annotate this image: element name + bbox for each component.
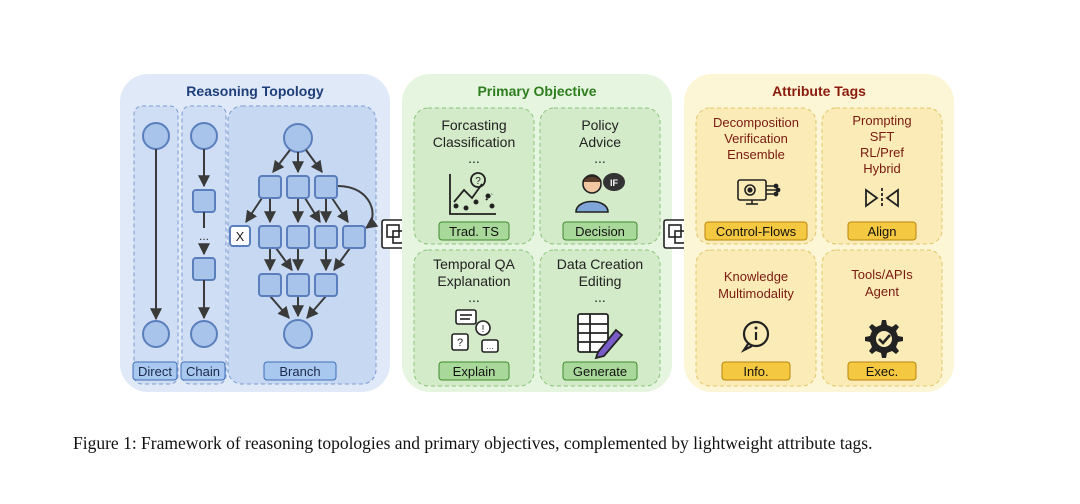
svg-text:!: ! [482,324,485,335]
objective-1-line-1: Advice [579,134,621,150]
trend-chart-icon: ? [449,172,496,215]
objective-0-line-0: Forcasting [441,117,506,133]
attribute-0-line-0: Decomposition [713,115,799,130]
branch-label: Branch [279,364,320,379]
objective-2-line-2: ... [468,289,480,305]
attribute-0-line-2: Ensemble [727,147,785,162]
primary-objective-panel: Primary Objective Forcasting Classificat… [402,74,672,392]
attribute-3-line-0: Tools/APIs [851,267,913,282]
attribute-3-line-1: Agent [865,284,899,299]
chain-ellipsis: ... [199,229,209,243]
align-icon [865,188,899,208]
control-flow-gear-icon [737,179,781,205]
svg-text:IF: IF [610,178,619,188]
attribute-1-line-3: Hybrid [863,161,901,176]
attributes-title: Attribute Tags [772,83,866,99]
objective-3-line-0: Data Creation [557,256,643,272]
objective-2-line-1: Explanation [437,273,510,289]
objective-tag-trad-ts: Trad. TS [449,224,499,239]
pruned-mark: X [236,229,245,244]
svg-text:…: … [486,342,494,351]
topology-title: Reasoning Topology [186,83,324,99]
direct-label: Direct [138,364,172,379]
objective-title: Primary Objective [477,83,596,99]
attribute-2-line-0: Knowledge [724,269,788,284]
reasoning-topology-panel: Reasoning Topology ... [120,74,390,392]
attribute-2-line-1: Multimodality [718,286,794,301]
attribute-0-line-1: Verification [724,131,788,146]
objective-tag-explain: Explain [453,364,496,379]
attribute-tag-align: Align [868,224,897,239]
chain-label: Chain [186,364,220,379]
objective-1-line-0: Policy [581,117,618,133]
objective-tag-decision: Decision [575,224,625,239]
direct-start-node [142,122,170,150]
direct-end-node [142,320,170,348]
user-decision-icon: IF [575,173,625,213]
branch-step-nodes [258,175,366,297]
objective-1-line-2: ... [594,150,606,166]
attribute-1-line-1: SFT [870,129,895,144]
figure-caption: Figure 1: Framework of reasoning topolog… [73,433,873,453]
objective-0-line-1: Classification [433,134,515,150]
pruned-node [229,225,251,247]
chain-step-node [192,189,216,213]
svg-text:?: ? [475,176,481,187]
info-icon [740,320,770,353]
framework-figure: Reasoning Topology ... [120,74,954,392]
branch-end-node [283,319,313,349]
chain-end-node [190,320,218,348]
table-edit-icon [577,313,624,360]
attribute-1-line-2: RL/Pref [860,145,904,160]
objective-2-line-0: Temporal QA [433,256,515,272]
chat-explain-icon: ! ? … [451,309,499,353]
exec-gear-icon [865,320,903,358]
chain-step-node [192,257,216,281]
objective-0-line-2: ... [468,150,480,166]
chain-start-node [190,122,218,150]
objective-3-line-1: Editing [579,273,622,289]
svg-text:?: ? [457,337,463,349]
objective-3-line-2: ... [594,289,606,305]
attribute-tag-exec: Exec. [866,364,899,379]
attribute-tags-panel: Attribute Tags Decomposition Verificatio… [684,74,954,392]
attribute-1-line-0: Prompting [852,113,911,128]
attribute-tag-info: Info. [743,364,768,379]
objective-tag-generate: Generate [573,364,627,379]
attribute-tag-control-flows: Control-Flows [716,224,797,239]
branch-start-node [283,123,313,153]
